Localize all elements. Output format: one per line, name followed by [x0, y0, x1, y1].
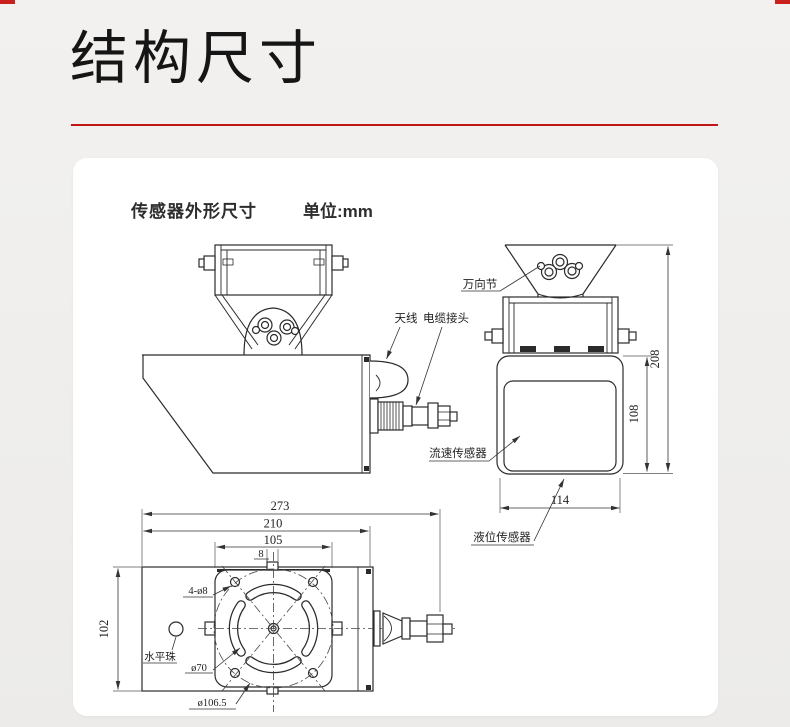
dim-top-total-length: 273: [271, 499, 290, 513]
dim-top-tab-width: 8: [258, 549, 263, 560]
level-bubble-label: 水平珠: [144, 650, 176, 663]
bolt-circle-label: ø106.5: [198, 698, 227, 709]
red-corner-right: [775, 0, 790, 4]
dim-top-plate-width: 105: [264, 533, 283, 547]
universal-joint-label: 万向节: [463, 277, 498, 291]
unit-label: 单位:mm: [303, 202, 373, 221]
corner-holes-label: 4-ø8: [188, 586, 207, 597]
dim-front-body-width: 114: [551, 493, 570, 507]
level-sensor-label: 液位传感器: [473, 530, 531, 544]
slot-circle-label: ø70: [191, 663, 207, 674]
dim-top-body-width: 102: [97, 620, 111, 639]
dim-top-body-length: 210: [264, 517, 283, 531]
title-underline: [71, 124, 718, 126]
dim-front-total-height: 208: [648, 350, 662, 369]
front-view: [484, 244, 637, 475]
side-view: [142, 244, 458, 474]
top-view: [141, 552, 455, 712]
flow-sensor-label: 流速传感器: [429, 446, 487, 460]
red-corner-left: [0, 0, 15, 4]
cable-joint-label: 电缆接头: [423, 312, 469, 325]
antenna-label: 天线: [395, 311, 418, 325]
extension-lines: [113, 244, 673, 692]
page-title: 结构尺寸: [70, 26, 323, 91]
leader-lines: [143, 265, 565, 710]
dim-front-body-height: 108: [627, 405, 641, 424]
panel-heading: 传感器外形尺寸: [131, 202, 257, 221]
dimension-lines: [115, 246, 671, 690]
